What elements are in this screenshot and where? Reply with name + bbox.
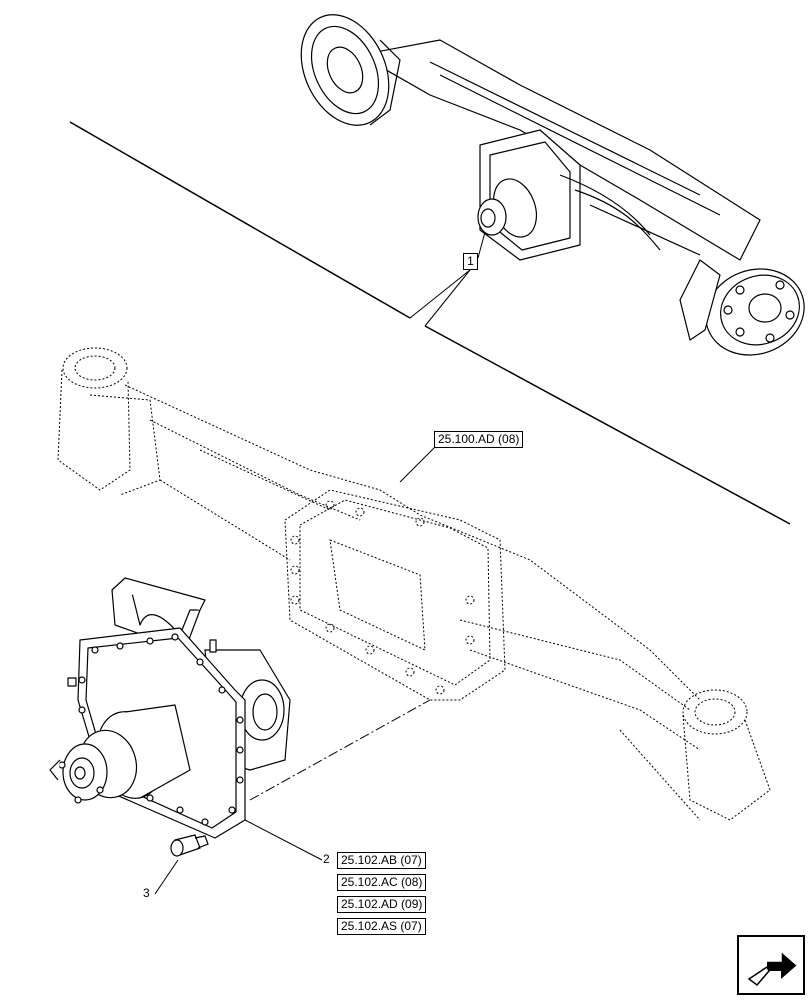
callout-item-3: 3 [143, 886, 150, 900]
ref-link-housing[interactable]: 25.100.AD (08) [434, 431, 524, 448]
assembly-centerline [249, 699, 431, 801]
differential-carrier [49, 577, 291, 839]
section-divider-line [69, 121, 791, 525]
ref-link-diff-as[interactable]: 25.102.AS (07) [337, 918, 426, 935]
leader-item-3 [154, 859, 179, 895]
complete-axle-assembly [300, 14, 805, 356]
ref-link-diff-ab[interactable]: 25.102.AB (07) [337, 852, 426, 869]
bolt-item-3 [170, 834, 209, 857]
ref-link-diff-ac[interactable]: 25.102.AC (08) [337, 874, 427, 891]
leader-item-1 [409, 231, 486, 327]
leader-item-2 [244, 819, 323, 861]
leader-housing-ref [399, 445, 437, 483]
arrow-next-icon [747, 949, 798, 987]
next-page-button[interactable] [737, 935, 805, 995]
axle-housing-phantom [57, 347, 771, 821]
callout-item-1: 1 [463, 253, 478, 270]
ref-link-diff-ad[interactable]: 25.102.AD (09) [337, 896, 427, 913]
callout-item-2: 2 [323, 852, 330, 866]
